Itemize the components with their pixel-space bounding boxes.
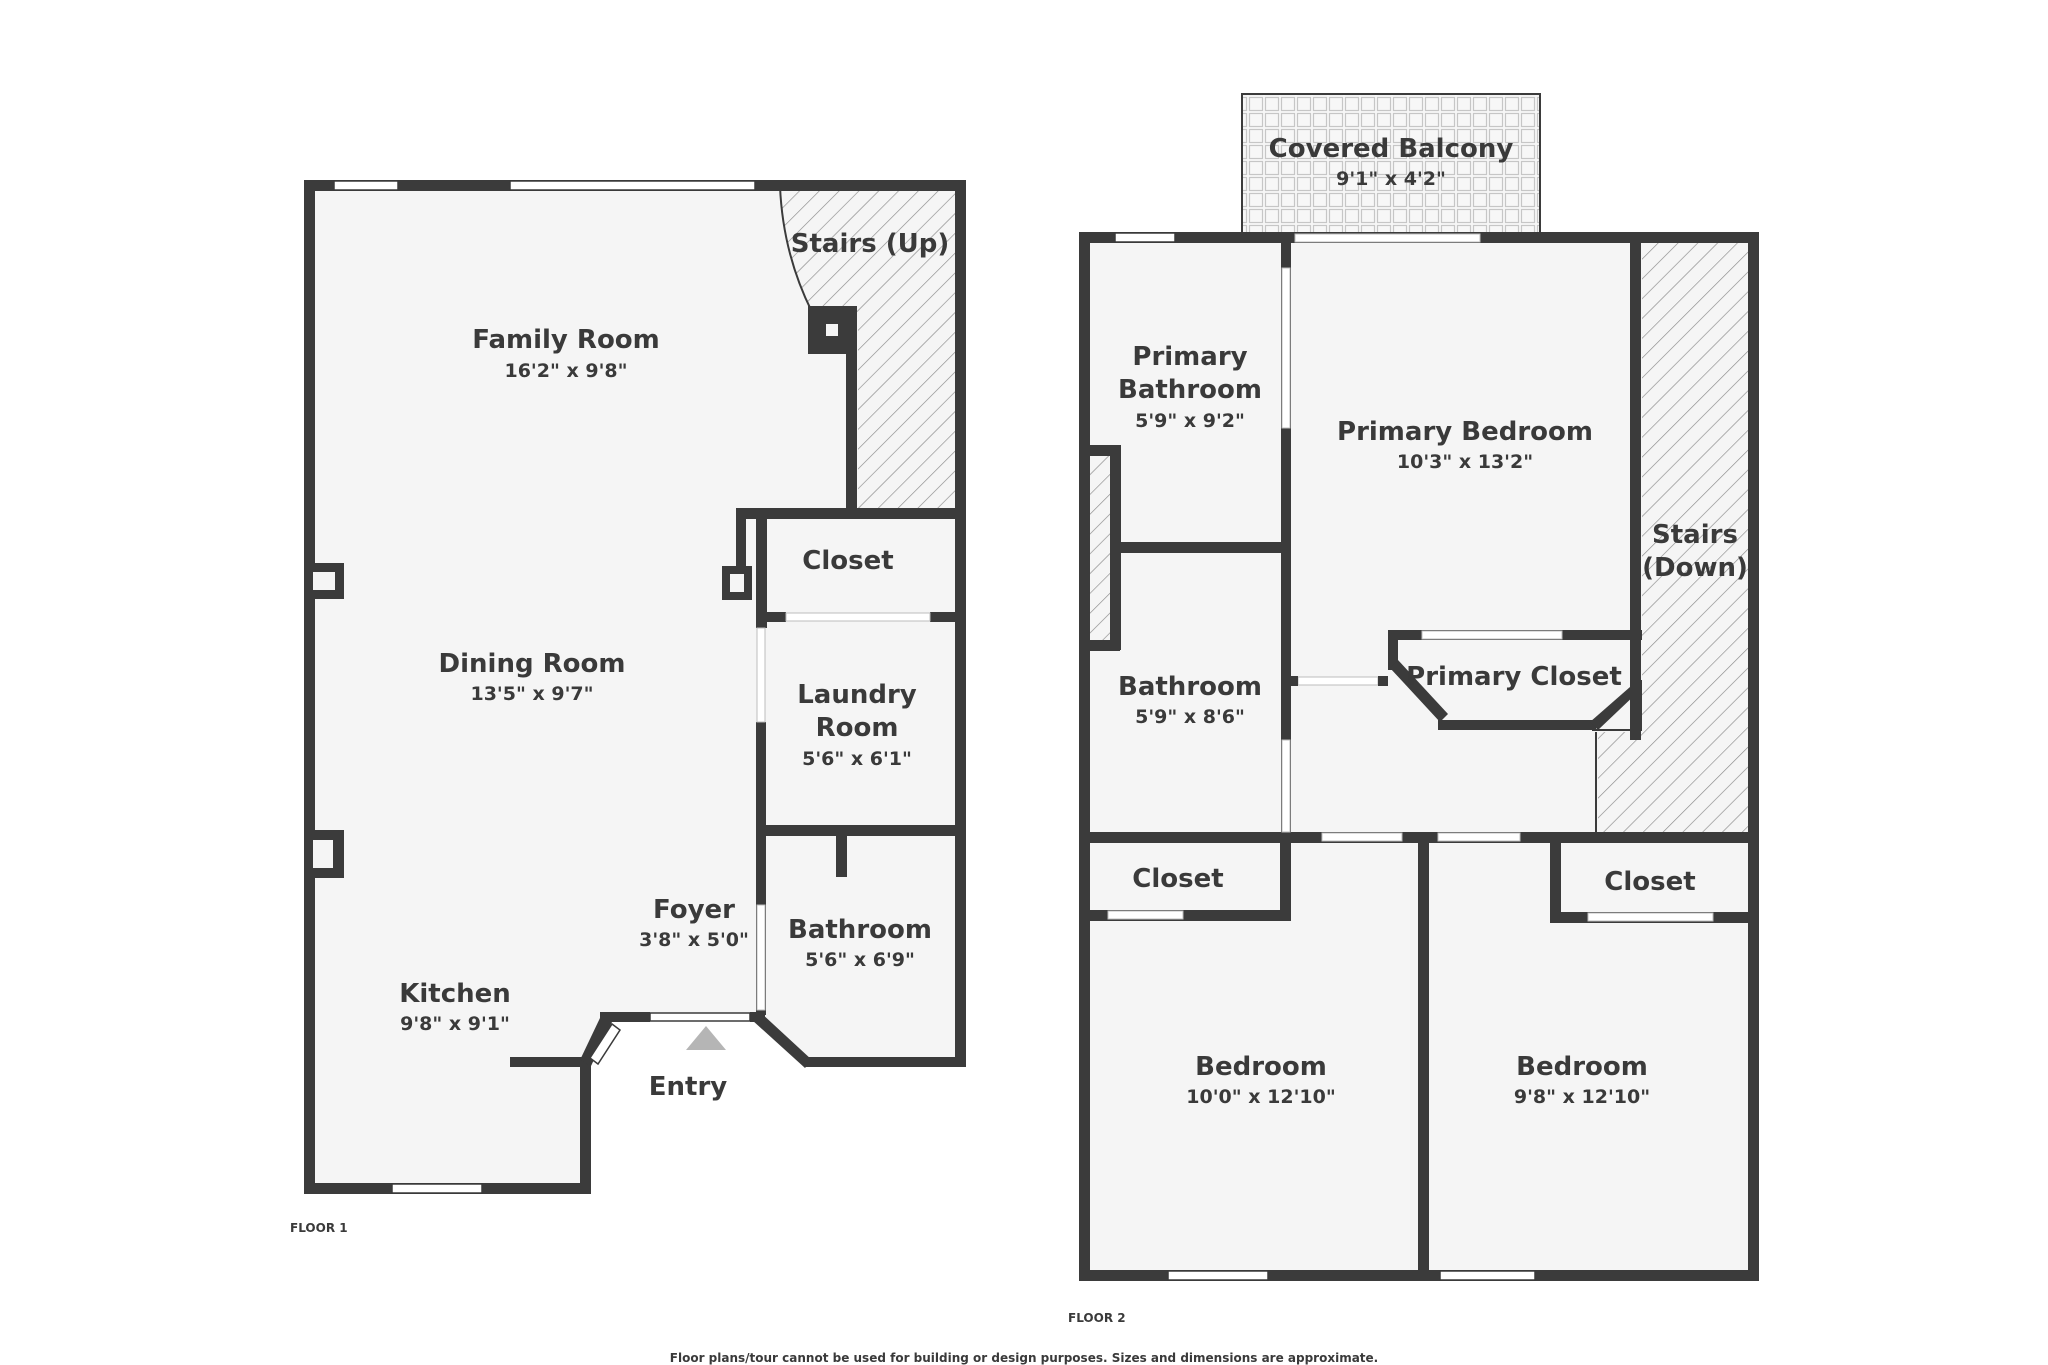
bathroom-1-name: Bathroom xyxy=(788,915,932,945)
foyer-name: Foyer xyxy=(653,895,735,925)
window-family-room-left xyxy=(333,180,399,191)
stairs-down-name-line2: (Down) xyxy=(1642,553,1748,583)
laundry-room-dims: 5'6" x 6'1" xyxy=(802,748,912,770)
door-closet-right xyxy=(1587,912,1714,922)
primary-bathroom-name-line1: Primary xyxy=(1132,342,1247,372)
dining-room-name: Dining Room xyxy=(439,649,626,679)
window-primary-bath xyxy=(1114,232,1176,243)
family-room-dims: 16'2" x 9'8" xyxy=(504,360,627,382)
laundry-room-name-line2: Room xyxy=(816,713,899,743)
door-closet-left xyxy=(1107,910,1184,920)
bathroom-1-dims: 5'6" x 6'9" xyxy=(805,949,915,971)
bathroom-2-name: Bathroom xyxy=(1118,672,1262,702)
primary-closet-name: Primary Closet xyxy=(1406,662,1622,692)
stairs-down-name-line1: Stairs xyxy=(1652,520,1738,550)
covered-balcony-area xyxy=(1241,93,1541,235)
closet-name: Closet xyxy=(802,546,893,576)
family-room-name: Family Room xyxy=(472,325,660,355)
disclaimer: Floor plans/tour cannot be used for buil… xyxy=(670,1351,1378,1365)
closet-left-name: Closet xyxy=(1132,864,1223,894)
entry-side-window xyxy=(588,1022,622,1066)
bathroom-2-dims: 5'9" x 8'6" xyxy=(1135,706,1245,728)
door-primary-closet xyxy=(1421,630,1563,640)
door-bathroom xyxy=(1281,739,1291,833)
stairs-up-hatch xyxy=(780,186,955,512)
door-bedroom-right xyxy=(1437,832,1521,842)
dining-room-dims: 13'5" x 9'7" xyxy=(470,683,593,705)
primary-bedroom-dims: 10'3" x 13'2" xyxy=(1397,451,1533,473)
floor-1: Family Room 16'2" x 9'8" Stairs (Up) Clo… xyxy=(290,180,966,1235)
door-laundry-top xyxy=(785,612,931,622)
bedroom-right-name: Bedroom xyxy=(1516,1052,1648,1082)
bedroom-left-name: Bedroom xyxy=(1195,1052,1327,1082)
opening-primary-bath xyxy=(1281,267,1291,429)
window-bedroom-left xyxy=(1167,1270,1269,1281)
door-bedroom-left xyxy=(1321,832,1403,842)
stairs-down-hatch xyxy=(1598,240,1750,838)
bedroom-right-dims: 9'8" x 12'10" xyxy=(1514,1086,1650,1108)
entry-label: Entry xyxy=(649,1072,728,1102)
primary-bedroom-name: Primary Bedroom xyxy=(1337,417,1593,447)
primary-bathroom-dims: 5'9" x 9'2" xyxy=(1135,410,1245,432)
window-bedroom-right xyxy=(1439,1270,1536,1281)
covered-balcony-name: Covered Balcony xyxy=(1269,134,1514,164)
laundry-room-name-line1: Laundry xyxy=(797,680,917,710)
window-kitchen xyxy=(391,1183,483,1194)
entry-triangle-icon xyxy=(686,1026,726,1050)
kitchen-dims: 9'8" x 9'1" xyxy=(400,1013,510,1035)
foyer-dims: 3'8" x 5'0" xyxy=(639,929,749,951)
primary-bathroom-name-line2: Bathroom xyxy=(1118,375,1262,405)
covered-balcony-dims: 9'1" x 4'2" xyxy=(1336,168,1446,190)
opening-hall xyxy=(1297,676,1379,686)
bedroom-left-dims: 10'0" x 12'10" xyxy=(1186,1086,1335,1108)
stairs-up-name: Stairs (Up) xyxy=(791,229,949,259)
opening-laundry-side xyxy=(756,627,766,723)
opening-foyer-bath xyxy=(756,904,766,1011)
window-family-room-wide xyxy=(509,180,756,191)
door-balcony xyxy=(1294,233,1481,243)
closet-right-name: Closet xyxy=(1604,867,1695,897)
floor-2-label: FLOOR 2 xyxy=(1068,1311,1126,1325)
entry-door[interactable] xyxy=(649,1012,751,1022)
kitchen-name: Kitchen xyxy=(399,979,511,1009)
floor-1-label: FLOOR 1 xyxy=(290,1221,348,1235)
floor-2: Covered Balcony 9'1" x 4'2" Primary Bath… xyxy=(1068,93,1759,1325)
